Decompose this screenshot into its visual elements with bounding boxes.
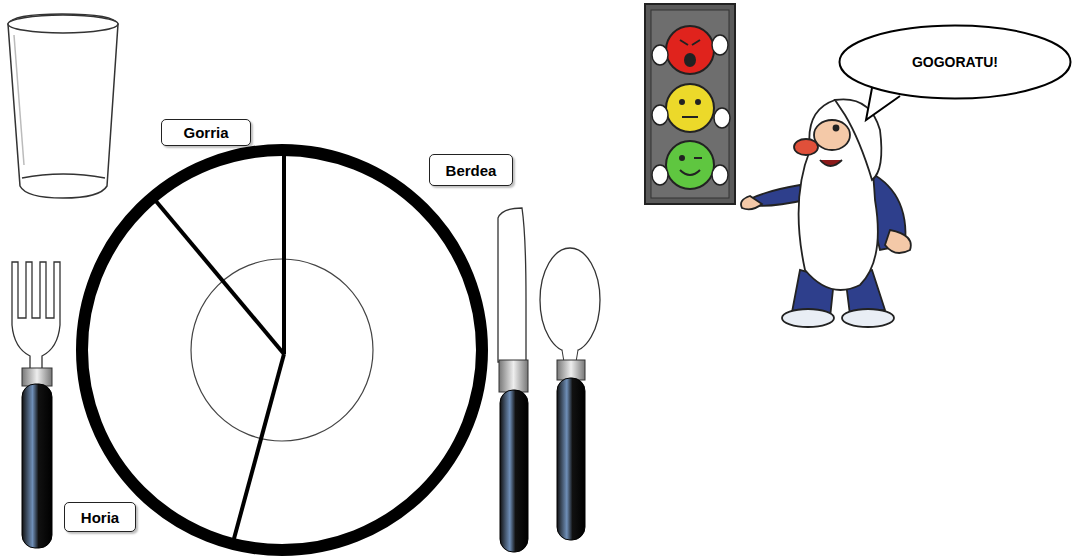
plate — [82, 150, 482, 550]
traffic-light — [645, 4, 735, 204]
old-man — [741, 99, 911, 327]
label-text: Horia — [81, 509, 119, 526]
label-text: GOGORATU! — [912, 54, 998, 70]
speech-bubble: GOGORATU! — [838, 24, 1072, 100]
fork — [12, 262, 60, 548]
glass — [8, 14, 118, 198]
color-label: Gorria — [161, 119, 251, 146]
spoon — [540, 248, 600, 540]
label-text: Gorria — [183, 124, 228, 141]
color-label: Horia — [64, 502, 136, 532]
color-label: Berdea — [429, 154, 513, 186]
knife — [498, 208, 528, 552]
label-text: Berdea — [446, 162, 497, 179]
